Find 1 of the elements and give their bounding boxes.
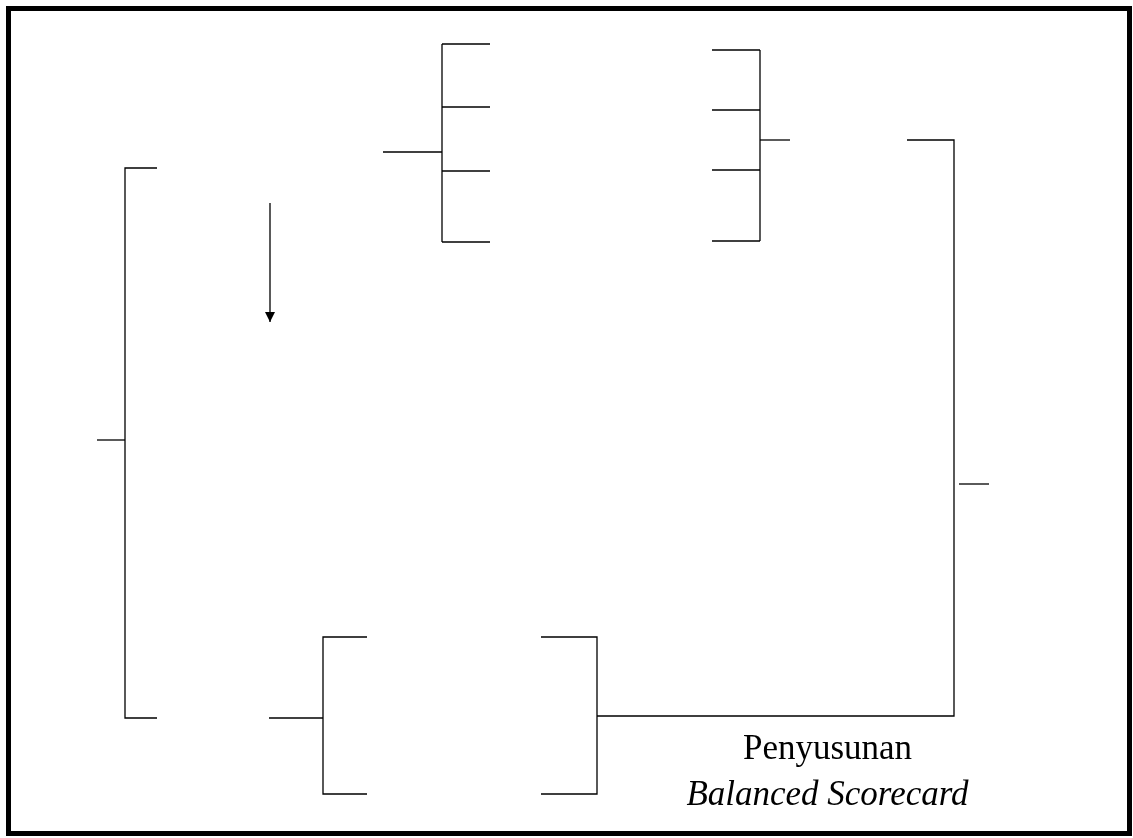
caption-text: Penyusunan Balanced Scorecard xyxy=(685,727,970,815)
